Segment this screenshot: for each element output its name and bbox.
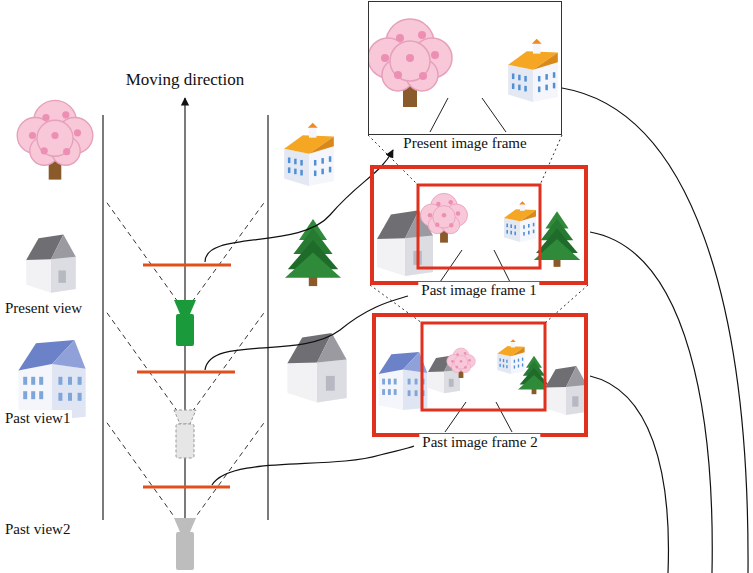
direction-label: Moving direction: [124, 70, 247, 90]
camera-label: Present view: [3, 300, 84, 317]
frame-label: Present image frame: [400, 135, 529, 152]
image-frame: Past image frame 1: [370, 165, 588, 285]
frame-label: Past image frame 1: [418, 282, 539, 299]
image-frame: Past image frame 2: [372, 313, 588, 437]
camera-label: Past view2: [3, 521, 72, 538]
image-frame: Present image frame: [368, 1, 562, 135]
frame-label: Past image frame 2: [419, 434, 540, 451]
camera-label: Past view1: [3, 410, 72, 427]
